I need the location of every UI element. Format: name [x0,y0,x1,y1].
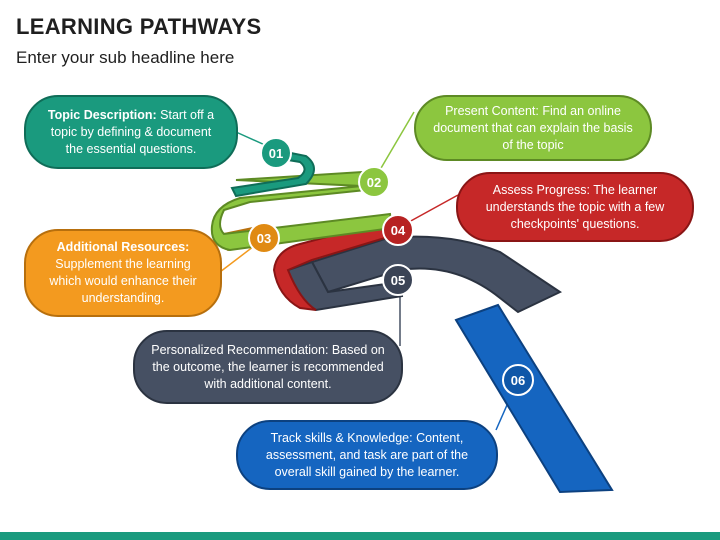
step-number-06: 06 [511,373,525,388]
step-title-01: Topic Description [47,107,153,122]
step-title-02: Present Content [445,103,536,118]
step-text-03: Supplement the learning which would enha… [49,257,197,305]
step-text-05: Based on the outcome, the learner is rec… [152,342,385,391]
step-number-02: 02 [367,175,381,190]
step-text-02: Find an online document that can explain… [433,103,633,152]
step-number-04: 04 [391,223,406,238]
step-marker-06: 06 [502,364,534,396]
page-title: LEARNING PATHWAYS [16,14,262,39]
step-marker-05: 05 [382,264,414,296]
footer-bar [0,532,720,540]
step-text-06: Content, assessment, and task are part o… [265,430,469,479]
step-card-04: Assess Progress: The learner understands… [456,172,694,242]
step-card-03: Additional Resources: Supplement the lea… [24,229,222,317]
step-card-01: Topic Description: Start off a topic by … [24,95,238,169]
step-text-04: The learner understands the topic with a… [485,182,665,231]
step-marker-04: 04 [382,214,414,246]
step-colon-01: : [152,107,157,122]
step-card-02: Present Content: Find an online document… [414,95,652,161]
step-card-06: Track skills & Knowledge: Content, asses… [236,420,498,490]
step-number-05: 05 [391,273,405,288]
step-card-05: Personalized Recommendation: Based on th… [133,330,403,404]
page-subtitle: Enter your sub headline here [16,48,235,67]
step-marker-01: 01 [260,137,292,169]
path-segment-06 [454,303,614,494]
path-segment-04 [272,220,401,311]
step-title-05: Personalized Recommendation [151,342,325,357]
path-segment-05 [310,235,563,314]
step-marker-03: 03 [248,222,280,254]
step-title-03: Additional Resources [56,240,186,254]
step-marker-02: 02 [358,166,390,198]
step-number-01: 01 [269,146,283,161]
step-title-06: Track skills & Knowledge [270,430,410,445]
step-colon-03: : [185,240,190,254]
step-title-04: Assess Progress [492,182,587,197]
step-text-01: Start off a topic by defining & document… [50,107,215,156]
step-number-03: 03 [257,231,271,246]
